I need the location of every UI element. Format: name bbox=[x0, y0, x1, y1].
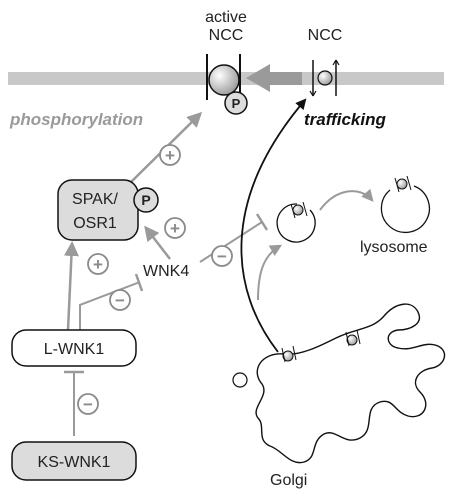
plus-sign-wnk4-spak: + bbox=[164, 217, 186, 239]
label-wnk4: WNK4 bbox=[143, 263, 189, 280]
membrane-ncc-transporter bbox=[309, 59, 340, 97]
minus-symbol: − bbox=[115, 291, 125, 310]
golgi-ncc-transporter-1 bbox=[281, 345, 297, 363]
label-phosphorylation: phosphorylation bbox=[9, 110, 143, 129]
plus-sign-lwnk1-spak: + bbox=[87, 253, 109, 275]
lysosome bbox=[380, 175, 431, 233]
membrane-translocation-arrow bbox=[246, 64, 302, 92]
arrow-wnk4-to-spak bbox=[144, 225, 171, 260]
minus-symbol: − bbox=[83, 395, 93, 414]
minus-sign-lwnk1: − bbox=[109, 289, 131, 311]
plus-symbol: + bbox=[93, 255, 103, 274]
inhibition-bar bbox=[134, 273, 144, 292]
label-active: active bbox=[205, 9, 247, 26]
label-ncc-active: NCC bbox=[209, 27, 244, 44]
golgi-ncc-transporter-2 bbox=[345, 329, 361, 347]
golgi-apparatus bbox=[255, 303, 446, 464]
l-wnk1-node: L-WNK1 bbox=[11, 329, 137, 367]
plus-sign-spak-ncc: + bbox=[159, 144, 181, 166]
plus-symbol: + bbox=[165, 146, 175, 165]
label-trafficking: trafficking bbox=[304, 110, 386, 129]
spak-osr1-node: SPAK/ OSR1 P bbox=[57, 179, 159, 241]
inhibition-lwnk1-to-wnk4 bbox=[79, 281, 141, 330]
spak-label-line2: OSR1 bbox=[73, 215, 117, 232]
label-golgi: Golgi bbox=[270, 472, 307, 489]
minus-sign-kswnk1: − bbox=[77, 393, 99, 415]
phospho-letter: P bbox=[141, 192, 150, 208]
vesicle bbox=[276, 201, 316, 243]
inhibition-bar bbox=[255, 213, 269, 231]
arrow-lwnk1-to-spak bbox=[63, 241, 79, 331]
phospho-letter: P bbox=[232, 96, 241, 111]
l-wnk1-label: L-WNK1 bbox=[44, 341, 105, 358]
phospho-badge-ncc: P bbox=[224, 91, 248, 115]
label-lysosome: lysosome bbox=[360, 239, 428, 256]
ks-wnk1-node: KS-WNK1 bbox=[11, 441, 137, 481]
label-ncc-membrane: NCC bbox=[308, 27, 343, 44]
arrow-vesicle-to-lysosome bbox=[319, 188, 374, 211]
arrow-golgi-to-membrane bbox=[240, 98, 307, 353]
arrow-golgi-to-vesicle bbox=[257, 244, 283, 301]
active-ncc-transporter: P bbox=[206, 54, 248, 115]
minus-sign-wnk4: − bbox=[211, 245, 233, 267]
minus-symbol: − bbox=[217, 247, 227, 266]
inhibition-wnk4-to-trafficking bbox=[199, 221, 263, 263]
plus-symbol: + bbox=[170, 219, 180, 238]
spak-label-line1: SPAK/ bbox=[72, 191, 119, 208]
ks-wnk1-label: KS-WNK1 bbox=[38, 454, 111, 471]
golgi-vesicle bbox=[232, 372, 248, 388]
phospho-badge-spak: P bbox=[133, 187, 159, 213]
